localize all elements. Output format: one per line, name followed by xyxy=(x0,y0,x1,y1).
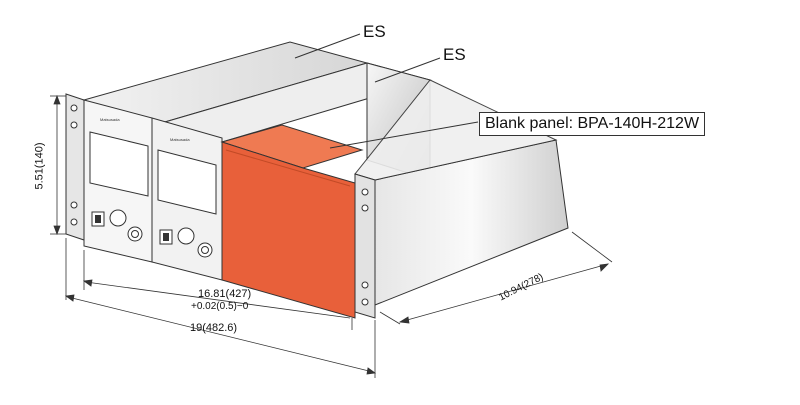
ear-hole xyxy=(361,188,369,196)
ear-hole xyxy=(361,298,369,306)
brand-mark: Matsusada xyxy=(100,117,120,122)
ear-hole xyxy=(70,201,78,209)
brand-mark: Matsusada xyxy=(170,137,190,142)
blank-panel-callout-label: Blank panel: BPA-140H-212W xyxy=(479,112,706,136)
right-rack-ear xyxy=(354,173,376,319)
outer-width-dimension-label: 19(482.6) xyxy=(190,322,238,334)
es-callout-label-2: ES xyxy=(443,45,466,64)
display-window xyxy=(157,149,217,215)
inner-width-tolerance-label: +0.02(0.5)−0 xyxy=(191,301,249,312)
es-unit-front-2: Matsusada xyxy=(151,117,223,281)
blank-panel xyxy=(220,124,364,319)
ear-hole xyxy=(70,121,78,129)
ear-hole xyxy=(70,218,78,226)
es-unit-front-1: Matsusada xyxy=(83,99,153,263)
dimension-lines xyxy=(50,94,613,378)
ear-hole xyxy=(361,281,369,289)
height-dimension-label: 5.51(140) xyxy=(33,142,46,190)
display-window xyxy=(89,131,149,197)
inner-width-dimension-label: 16.81(427) xyxy=(198,288,252,300)
ear-hole xyxy=(70,104,78,112)
left-rack-ear xyxy=(65,93,85,241)
es-callout-label-1: ES xyxy=(363,22,386,41)
ear-hole xyxy=(361,204,369,212)
callout-leaders xyxy=(294,33,479,149)
knob-icon xyxy=(177,227,195,245)
knob-icon xyxy=(109,209,127,227)
